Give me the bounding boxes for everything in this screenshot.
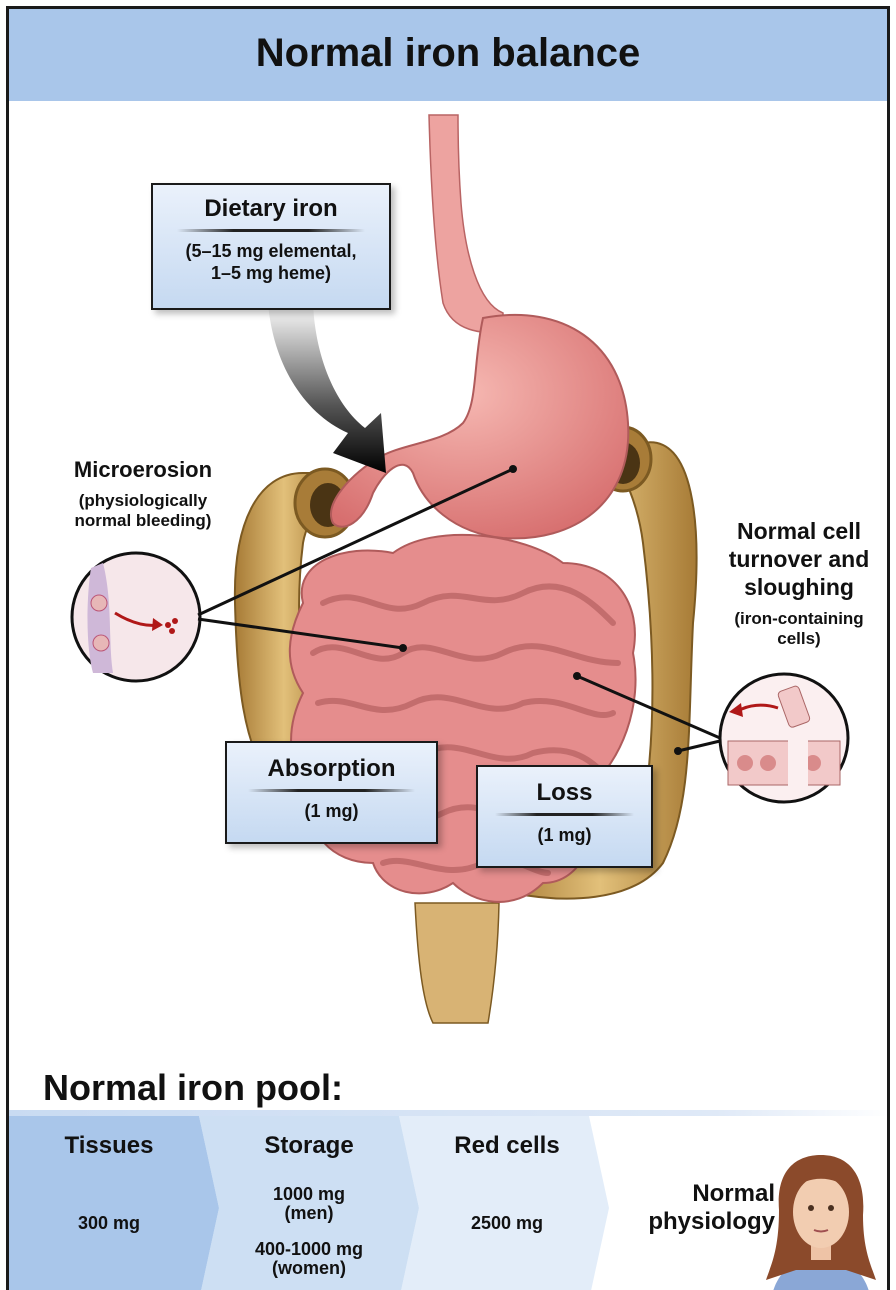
iron-pool-band: Tissues 300 mg Storage 1000 mg (men) 400… bbox=[9, 1110, 890, 1290]
loss-callout: Loss (1 mg) bbox=[476, 765, 653, 868]
loss-value: (1 mg) bbox=[478, 824, 651, 846]
esophagus bbox=[429, 115, 503, 333]
absorption-value: (1 mg) bbox=[227, 800, 436, 822]
rectum bbox=[415, 903, 499, 1023]
tissues-value: 300 mg bbox=[9, 1214, 209, 1233]
storage-men-label: (men) bbox=[209, 1204, 409, 1223]
storage-men-value: 1000 mg bbox=[209, 1185, 409, 1204]
microerosion-heading: Microerosion bbox=[43, 457, 243, 483]
dietary-iron-arrow bbox=[268, 303, 386, 473]
turnover-sub1: (iron-containing bbox=[711, 609, 887, 629]
turnover-line3: sloughing bbox=[711, 573, 887, 601]
dietary-iron-line2: 1–5 mg heme) bbox=[153, 262, 389, 284]
dietary-iron-line1: (5–15 mg elemental, bbox=[153, 240, 389, 262]
pool-storage: Storage 1000 mg (men) 400-1000 mg (women… bbox=[209, 1110, 409, 1290]
callout-rule bbox=[177, 229, 366, 232]
absorption-heading: Absorption bbox=[227, 755, 436, 783]
callout-rule bbox=[248, 789, 415, 792]
dietary-iron-callout: Dietary iron (5–15 mg elemental, 1–5 mg … bbox=[151, 183, 391, 310]
woman-portrait bbox=[751, 1150, 890, 1290]
red-cells-value: 2500 mg bbox=[409, 1214, 605, 1233]
pool-tissues: Tissues 300 mg bbox=[9, 1110, 209, 1290]
tissues-name: Tissues bbox=[9, 1132, 209, 1160]
turnover-line1: Normal cell bbox=[711, 517, 887, 545]
pool-red-cells: Red cells 2500 mg bbox=[409, 1110, 605, 1290]
microerosion-line2: normal bleeding) bbox=[43, 511, 243, 531]
storage-women-value: 400-1000 mg bbox=[209, 1240, 409, 1259]
turnover-line2: turnover and bbox=[711, 545, 887, 573]
storage-women-label: (women) bbox=[209, 1259, 409, 1278]
microerosion-label: Microerosion (physiologically normal ble… bbox=[43, 457, 243, 531]
loss-heading: Loss bbox=[478, 779, 651, 807]
dietary-iron-heading: Dietary iron bbox=[153, 195, 389, 223]
iron-pool-title: Normal iron pool: bbox=[43, 1067, 343, 1109]
absorption-callout: Absorption (1 mg) bbox=[225, 741, 438, 844]
storage-name: Storage bbox=[209, 1132, 409, 1160]
diagram-frame: Normal iron balance bbox=[6, 6, 890, 1290]
turnover-sub2: cells) bbox=[711, 629, 887, 649]
red-cells-name: Red cells bbox=[409, 1132, 605, 1160]
cell-turnover-label: Normal cell turnover and sloughing (iron… bbox=[711, 517, 887, 649]
callout-rule bbox=[495, 813, 633, 816]
microerosion-line1: (physiologically bbox=[43, 491, 243, 511]
